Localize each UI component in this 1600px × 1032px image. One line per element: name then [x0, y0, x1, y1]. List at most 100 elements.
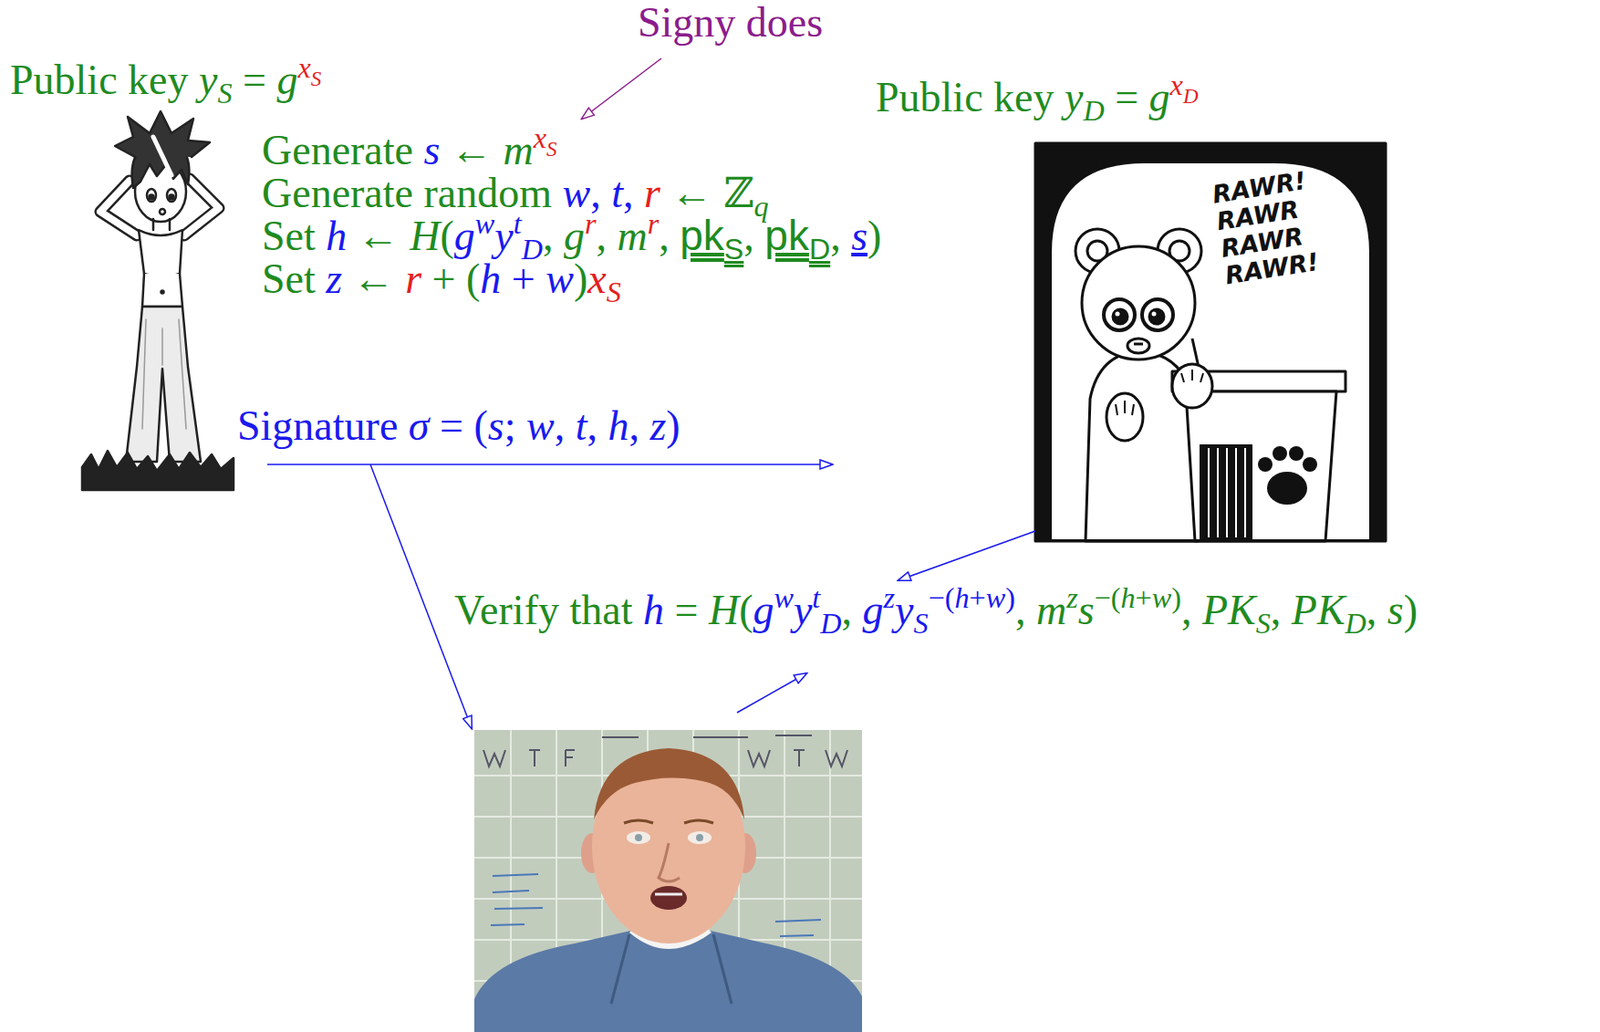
math-run: , [841, 586, 863, 634]
math-run: Public key [10, 56, 199, 104]
math-run: σ [408, 402, 430, 449]
math-run: s [1078, 586, 1095, 634]
math-run: −( [1094, 581, 1122, 614]
math-run: w [986, 581, 1006, 614]
math-run: D [1082, 93, 1104, 127]
math-run: S [546, 137, 558, 161]
photo-person-part [650, 885, 687, 910]
math-run: ← [342, 255, 406, 302]
math-run: t [575, 402, 588, 449]
math-run: , [1181, 586, 1203, 634]
math-run: t [513, 207, 522, 240]
math-run: y [494, 212, 513, 260]
math-run: Signy does [637, 0, 823, 46]
photo-person-part [623, 820, 714, 823]
math-run: s [1387, 586, 1404, 634]
math-run: = [1104, 73, 1150, 121]
signy-figure-part [184, 178, 219, 236]
annotation-note: Signy does [637, 0, 823, 44]
math-run: S [1256, 606, 1271, 640]
leader-arrows-part [581, 58, 662, 119]
math-run: y [894, 586, 914, 634]
signy-figure-part [142, 319, 187, 429]
math-run: s [851, 212, 868, 260]
math-run: x [297, 51, 311, 84]
photo-person [474, 729, 863, 1032]
math-run: ) [867, 212, 882, 260]
math-run: + [969, 581, 987, 614]
signy-figure-part [184, 178, 219, 236]
math-run: w [545, 255, 574, 302]
bear-panel-art-part [1115, 400, 1134, 416]
math-run: ← ℤ [660, 169, 755, 217]
photo-person-part [490, 873, 543, 925]
signy-figure-part [82, 450, 234, 490]
signy-figure-part [100, 180, 137, 236]
math-run: s [488, 402, 505, 449]
math-run: ( [738, 586, 753, 634]
math-run: z [1066, 581, 1079, 614]
math-run: , [1015, 586, 1037, 634]
bear-panel-art-part [1103, 299, 1135, 331]
math-run: = ( [428, 402, 488, 449]
signy-figure-part [125, 306, 201, 462]
math-run: m [502, 126, 533, 174]
bear-panel-art-part [1272, 446, 1288, 461]
math-run: Verify that [454, 586, 644, 634]
math-run: + ( [421, 255, 480, 302]
bear-panel-art [1035, 143, 1386, 541]
math-run: Generate [261, 126, 425, 174]
signy-figure-part [159, 208, 166, 215]
math-run: Set [261, 255, 326, 302]
public-key-label: Public key yS = gxS [10, 58, 322, 109]
math-run: , [554, 402, 576, 449]
math-run: , [628, 402, 650, 449]
leader-arrows-part [267, 463, 832, 466]
bear-panel-art-part [1051, 163, 1370, 541]
bear-panel-art-part [1181, 369, 1204, 383]
math-run: s [424, 126, 441, 174]
math-run: ) [1005, 581, 1016, 614]
signy-figure-part [114, 111, 210, 157]
math-run [397, 402, 409, 449]
photo-person-part [602, 735, 812, 738]
math-run: PK [1202, 586, 1257, 634]
photo-person-part [654, 893, 683, 896]
leader-arrows-part [898, 530, 1036, 581]
math-run: h [479, 255, 501, 302]
math-run: + [500, 255, 546, 302]
math-run: , [1270, 586, 1292, 634]
math-run: ) [573, 255, 588, 302]
signy-figure-part [138, 229, 183, 278]
bear-panel-art-part [1208, 447, 1246, 538]
math-run: h [954, 581, 969, 614]
leader-arrows-part [737, 673, 807, 713]
math-run: g [454, 212, 476, 260]
photo-person-part [626, 831, 651, 844]
bear-panel-art-part [1267, 471, 1308, 505]
math-run: + [1135, 581, 1153, 614]
photo-person-part [474, 729, 863, 1032]
photo-person-part [634, 833, 643, 842]
signy-figure-part [153, 136, 172, 176]
math-run: x [587, 255, 606, 302]
signy-figure-part [169, 195, 175, 200]
math-run: x [533, 121, 547, 155]
math-formula: Verify that h = H(gwytD, gzyS−(h+w), mzs… [454, 588, 1418, 636]
math-run: h [607, 402, 629, 449]
math-run: Public key [875, 73, 1065, 121]
math-run: , [830, 212, 852, 260]
math-run: S [914, 606, 929, 640]
math-run: w [773, 581, 793, 614]
math-run: t [611, 169, 624, 217]
math-run: PK [1291, 586, 1346, 634]
math-run: m [616, 212, 647, 260]
photo-person-part [687, 831, 712, 844]
math-run: pk [764, 211, 810, 260]
math-run: g [563, 212, 585, 260]
math-run: = [232, 56, 278, 104]
math-run: D [1183, 84, 1199, 108]
bear-panel-art-part [1172, 363, 1213, 408]
math-run: x [1170, 68, 1184, 102]
